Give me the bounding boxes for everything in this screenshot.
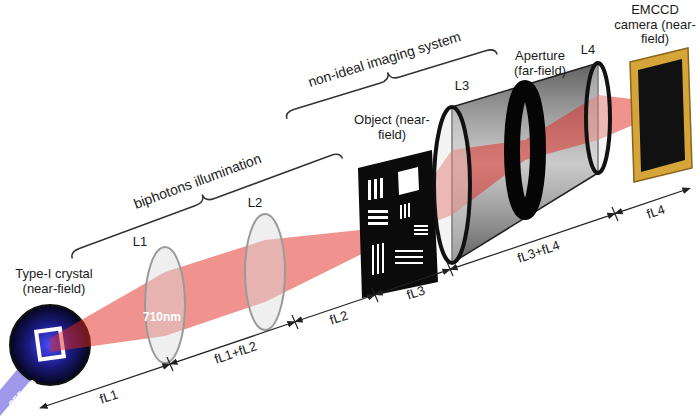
biphoton-beam bbox=[50, 95, 640, 352]
camera-sensor bbox=[638, 59, 685, 172]
lens bbox=[145, 247, 185, 363]
part-label: L3 bbox=[455, 79, 469, 94]
camera-body bbox=[630, 48, 692, 182]
bracket bbox=[67, 145, 342, 259]
lens bbox=[434, 107, 470, 263]
part-label: L4 bbox=[581, 43, 595, 58]
lens bbox=[586, 63, 610, 173]
part-label: L1 bbox=[133, 235, 147, 250]
group-label: biphotons illumination bbox=[131, 150, 263, 212]
dimension-label: fL4 bbox=[645, 202, 667, 222]
part-label: Type-I crystal (near-field) bbox=[6, 267, 102, 297]
wavelength-label: 710nm bbox=[143, 311, 181, 325]
dimension-label: fL1+fL2 bbox=[213, 339, 259, 367]
aperture bbox=[512, 88, 538, 212]
part-label: Aperture (far-field) bbox=[502, 49, 578, 79]
resolution-target bbox=[358, 150, 438, 298]
dimension-label: fL1 bbox=[98, 387, 120, 407]
dimension-label: fL3 bbox=[405, 283, 427, 303]
lens bbox=[245, 214, 285, 330]
dimension-line bbox=[40, 188, 690, 408]
dimension-label: fL3+fL4 bbox=[516, 238, 562, 266]
part-label: L2 bbox=[248, 196, 262, 211]
target-pattern bbox=[368, 167, 428, 275]
dimension-label: fL2 bbox=[328, 308, 350, 328]
part-label: Object (near-field) bbox=[352, 113, 432, 143]
part-label: EMCCD camera (near-field) bbox=[610, 3, 700, 48]
